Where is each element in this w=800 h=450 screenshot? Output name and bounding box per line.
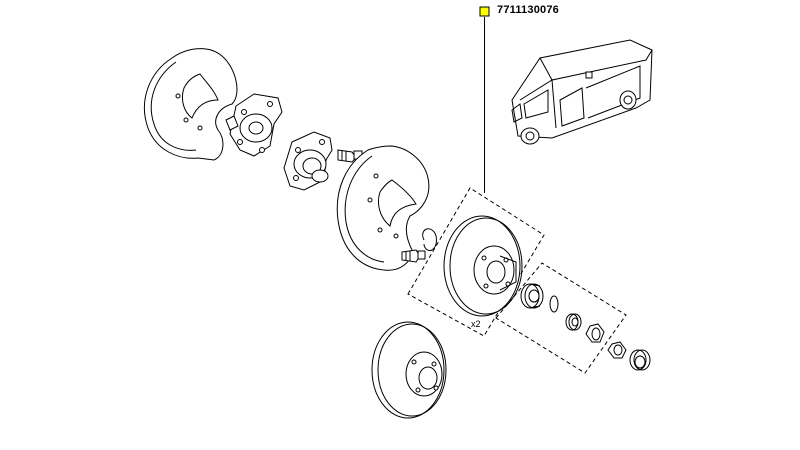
dust-cap: [629, 349, 651, 371]
bolt-upper: [337, 149, 363, 163]
kit-dashed-frame: [407, 187, 545, 337]
brake-disc-kit: [443, 215, 523, 317]
callout-marker[interactable]: [479, 6, 490, 17]
van-illustration: [511, 39, 653, 145]
seal-ring: [549, 295, 559, 313]
dust-shield-front: [336, 145, 430, 271]
brake-disc-lower: [371, 321, 447, 419]
hub-nut: [585, 323, 605, 343]
bolt-lower: [401, 249, 426, 263]
bearing-dashed-frame: [495, 262, 627, 374]
axle-nut: [607, 341, 627, 359]
bearing-washer: [565, 313, 582, 331]
callout-part-number[interactable]: 7711130076: [497, 4, 559, 16]
quantity-label: x2: [471, 319, 481, 329]
circlip: [422, 228, 437, 251]
dust-shield-rear: [144, 48, 238, 161]
hub-flange-front: [283, 131, 333, 191]
hub-flange-rear: [225, 93, 283, 157]
wheel-bearing: [520, 283, 544, 309]
